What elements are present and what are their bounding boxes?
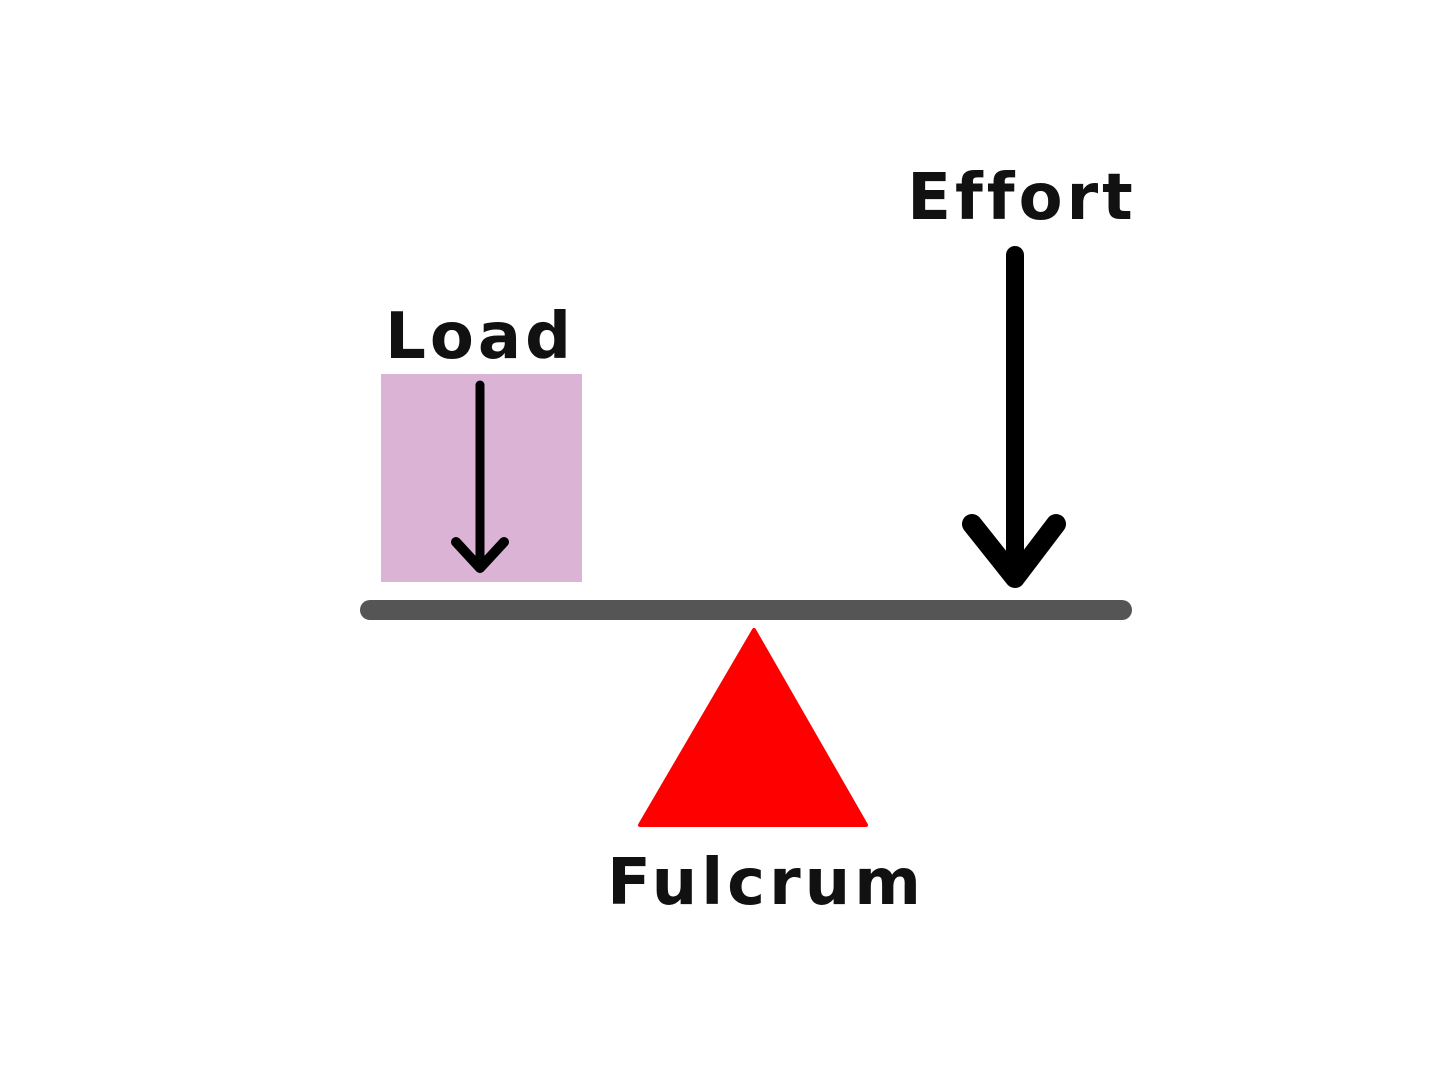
effort-label: Effort	[907, 161, 1137, 235]
fulcrum-label: Fulcrum	[607, 846, 925, 920]
effort-arrow-icon	[962, 246, 1066, 588]
load-label: Load	[385, 300, 575, 374]
load-arrow-icon	[451, 380, 509, 573]
fulcrum-triangle-icon	[638, 628, 868, 827]
